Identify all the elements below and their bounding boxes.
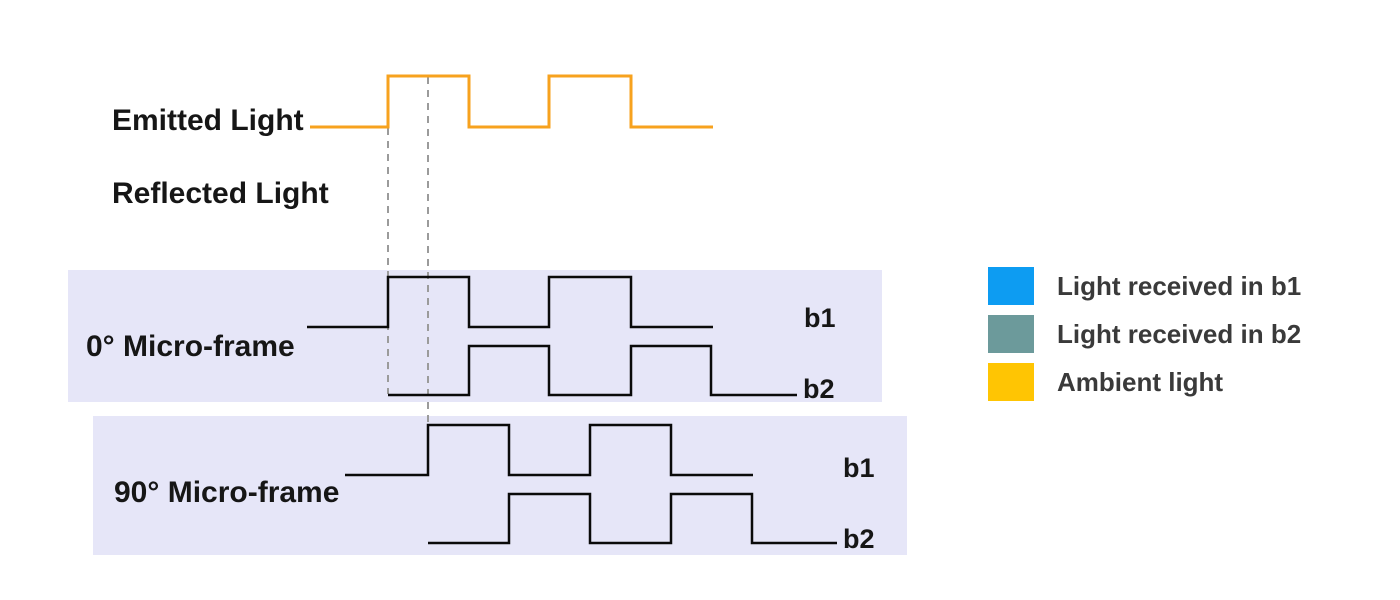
legend-swatch-b2: [988, 315, 1034, 353]
frame0-b1-waveform: [307, 275, 713, 329]
frame0-b2-label: b2: [803, 374, 835, 404]
reflected-light-label: Reflected Light: [112, 177, 329, 210]
legend: Light received in b1 Light received in b…: [988, 267, 1301, 401]
legend-label-b2: Light received in b2: [1057, 318, 1302, 349]
frame90-b2-label: b2: [843, 524, 875, 554]
legend-label-b1: Light received in b1: [1057, 270, 1302, 301]
legend-label-ambient: Ambient light: [1057, 366, 1224, 397]
legend-item-b1: Light received in b1: [988, 267, 1301, 305]
emitted-light-waveform: [310, 74, 713, 129]
frame0-b1-label: b1: [804, 303, 836, 333]
legend-swatch-ambient: [988, 363, 1034, 401]
frame0-b2-waveform: [388, 344, 797, 397]
legend-item-b2: Light received in b2: [988, 315, 1301, 353]
frame0-background-box: [68, 270, 882, 402]
frame90-b2-waveform: [428, 492, 837, 545]
frame90-b1-waveform: [345, 423, 753, 477]
frame0-label: 0° Micro-frame: [86, 330, 295, 363]
frame90-background-box: [93, 416, 907, 555]
frame90-b1-label: b1: [843, 453, 875, 483]
legend-item-ambient: Ambient light: [988, 363, 1301, 401]
emitted-light-label: Emitted Light: [112, 104, 304, 137]
frame90-label: 90° Micro-frame: [114, 476, 339, 509]
legend-swatch-b1: [988, 267, 1034, 305]
